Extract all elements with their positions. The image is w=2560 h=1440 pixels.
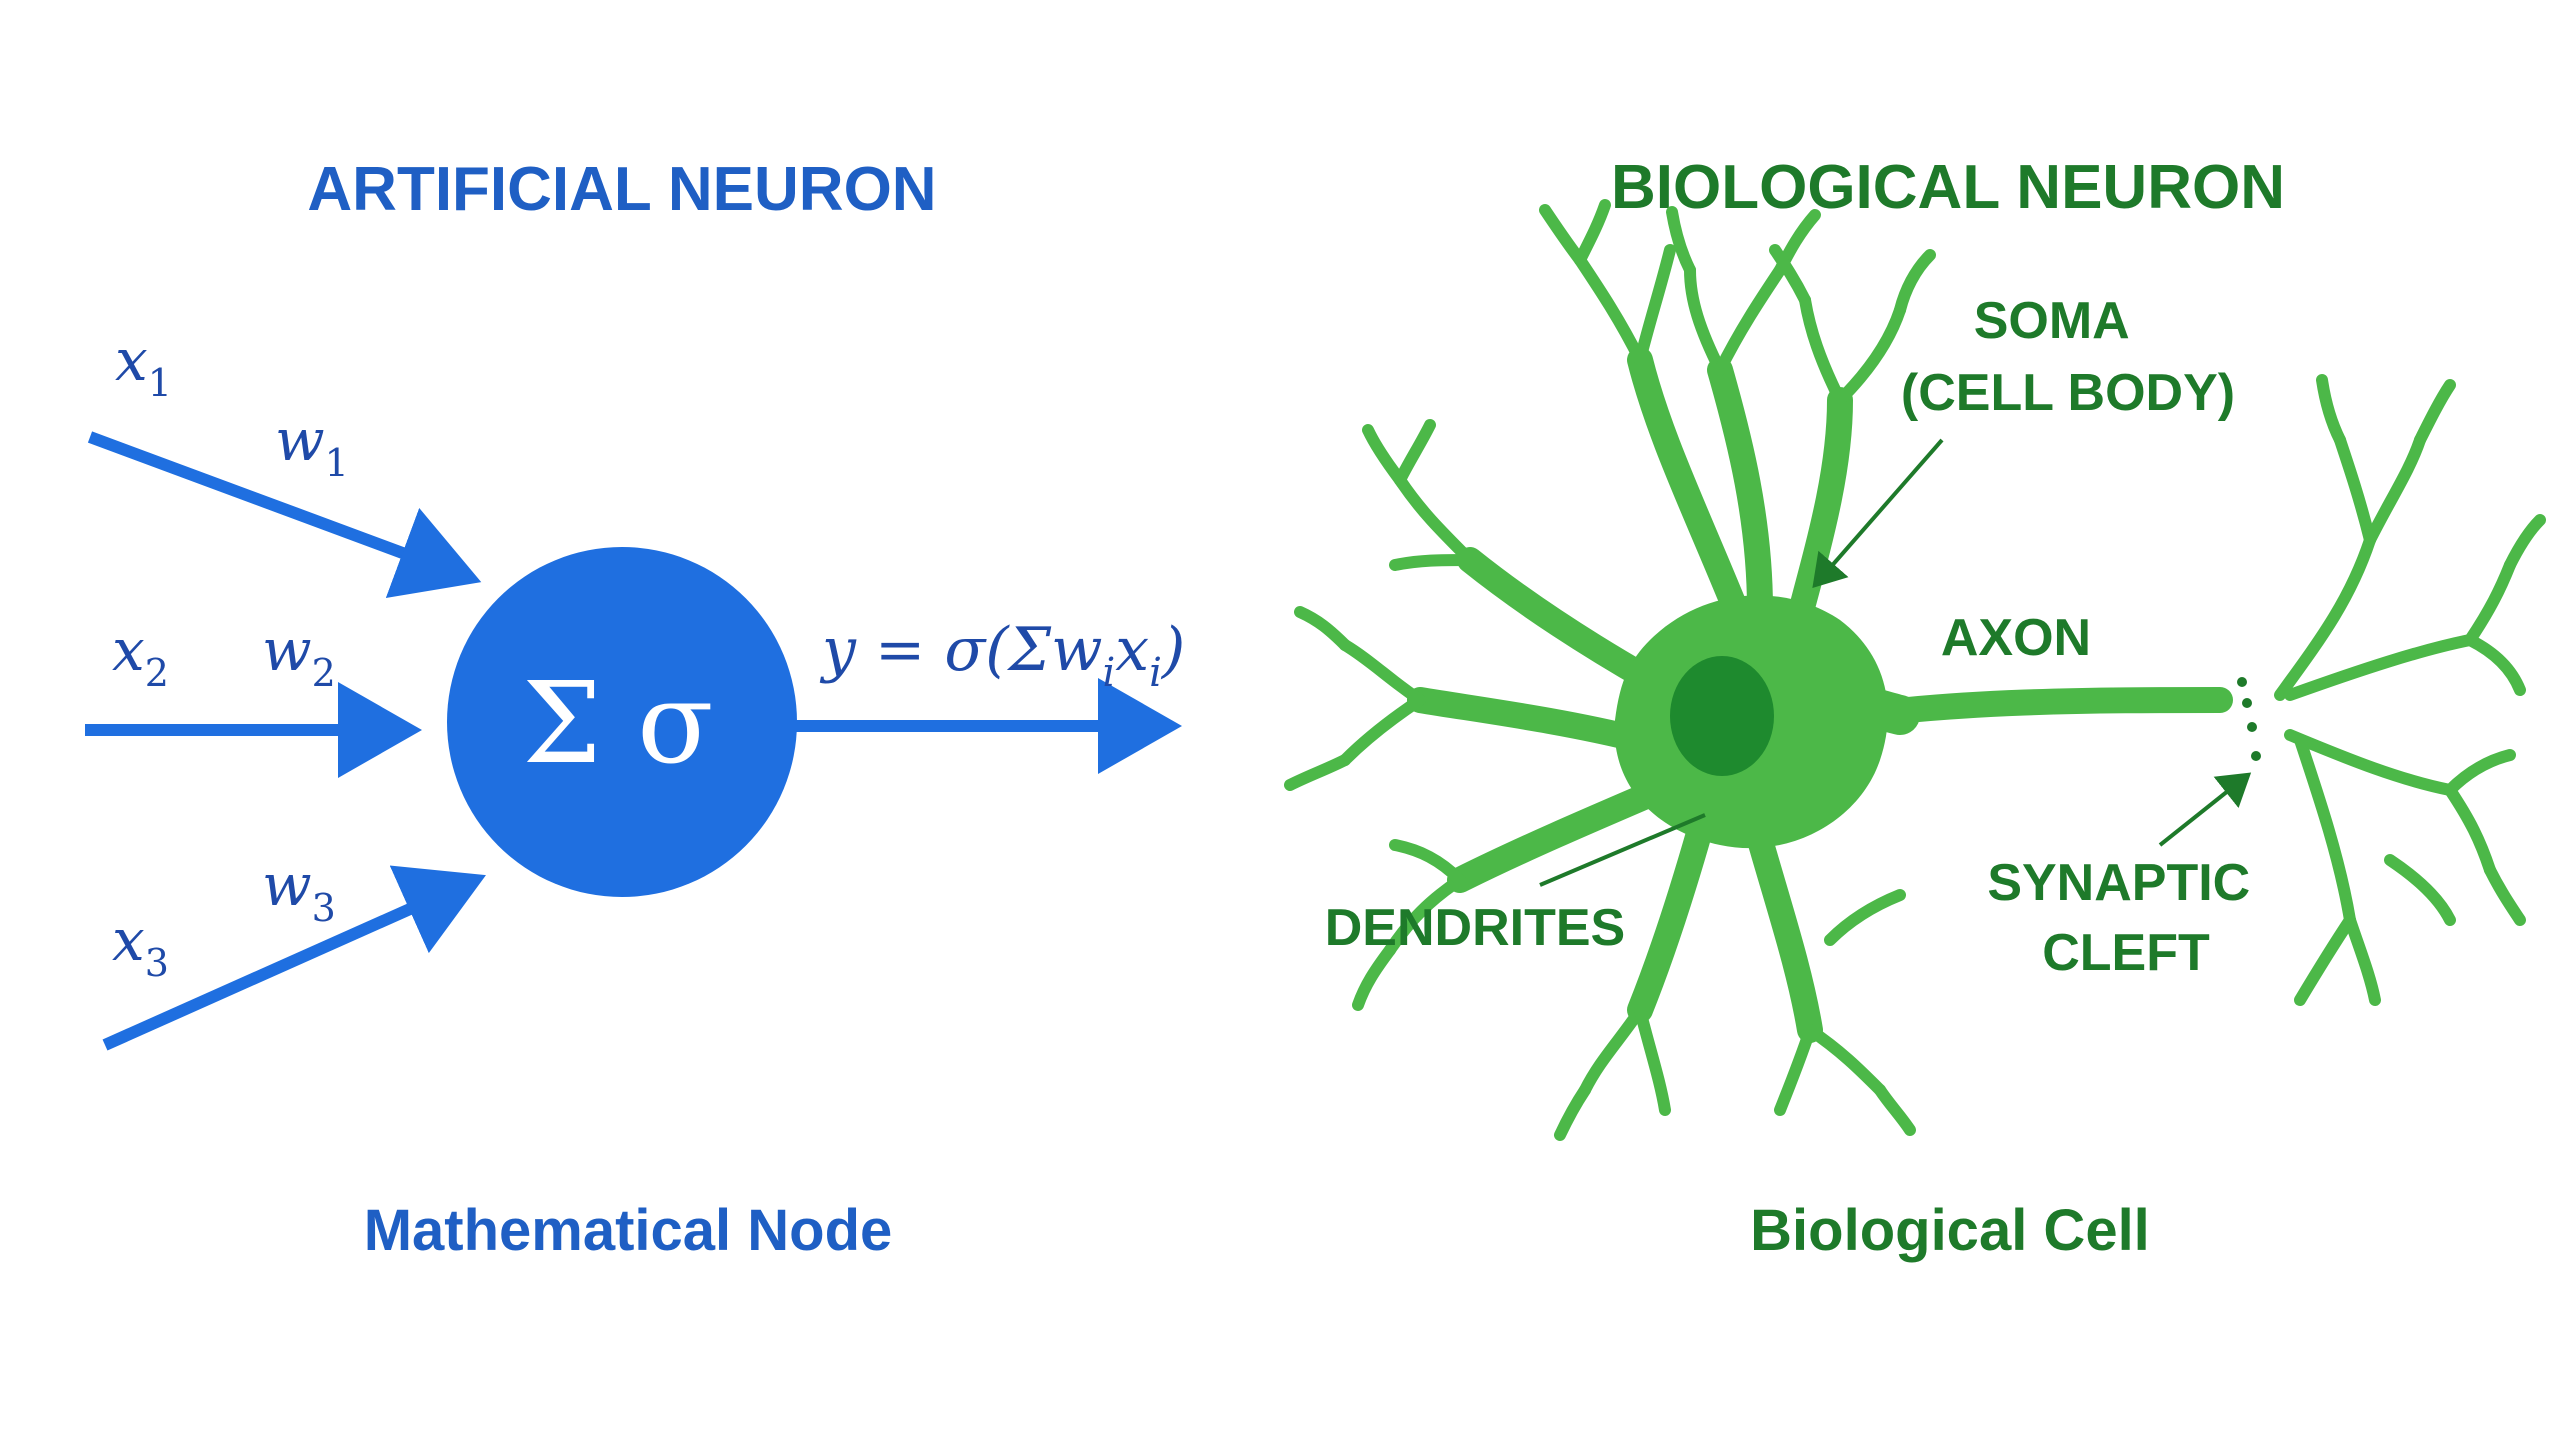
- weight-w1-label: w1: [275, 406, 349, 485]
- input-arrow-1: [87, 431, 482, 598]
- synaptic-cleft-label: SYNAPTIC CLEFT: [1987, 854, 2264, 982]
- synaptic-vesicles: [2237, 677, 2261, 761]
- artificial-caption: Mathematical Node: [364, 1198, 893, 1263]
- input-x3-label: x3: [112, 906, 169, 985]
- biological-caption: Biological Cell: [1750, 1198, 2150, 1263]
- artificial-title: ARTIFICIAL NEURON: [307, 155, 936, 224]
- input-x2-label: x2: [112, 616, 169, 695]
- soma-pointer: [1812, 438, 1944, 589]
- output-formula: y = σ(Σwixi): [819, 615, 1185, 696]
- weight-w3-label: w3: [262, 851, 336, 930]
- axon-label: AXON: [1941, 609, 2091, 667]
- weight-w2-label: w2: [262, 616, 336, 695]
- summation-sigma-symbol: Σ σ: [522, 659, 713, 789]
- input-x1-label: x1: [115, 326, 172, 405]
- soma-label: SOMA (CELL BODY): [1901, 292, 2235, 422]
- nucleus: [1670, 656, 1774, 776]
- neuron-illustration: [1284, 199, 2546, 1141]
- input-arrow-3: [102, 865, 486, 1051]
- summation-node: [447, 547, 797, 897]
- dendrites-pointer: [1539, 813, 1706, 887]
- dendrites-label: DENDRITES: [1325, 899, 1625, 957]
- synaptic-cleft-pointer: [2158, 772, 2252, 847]
- biological-title: BIOLOGICAL NEURON: [1611, 153, 2285, 222]
